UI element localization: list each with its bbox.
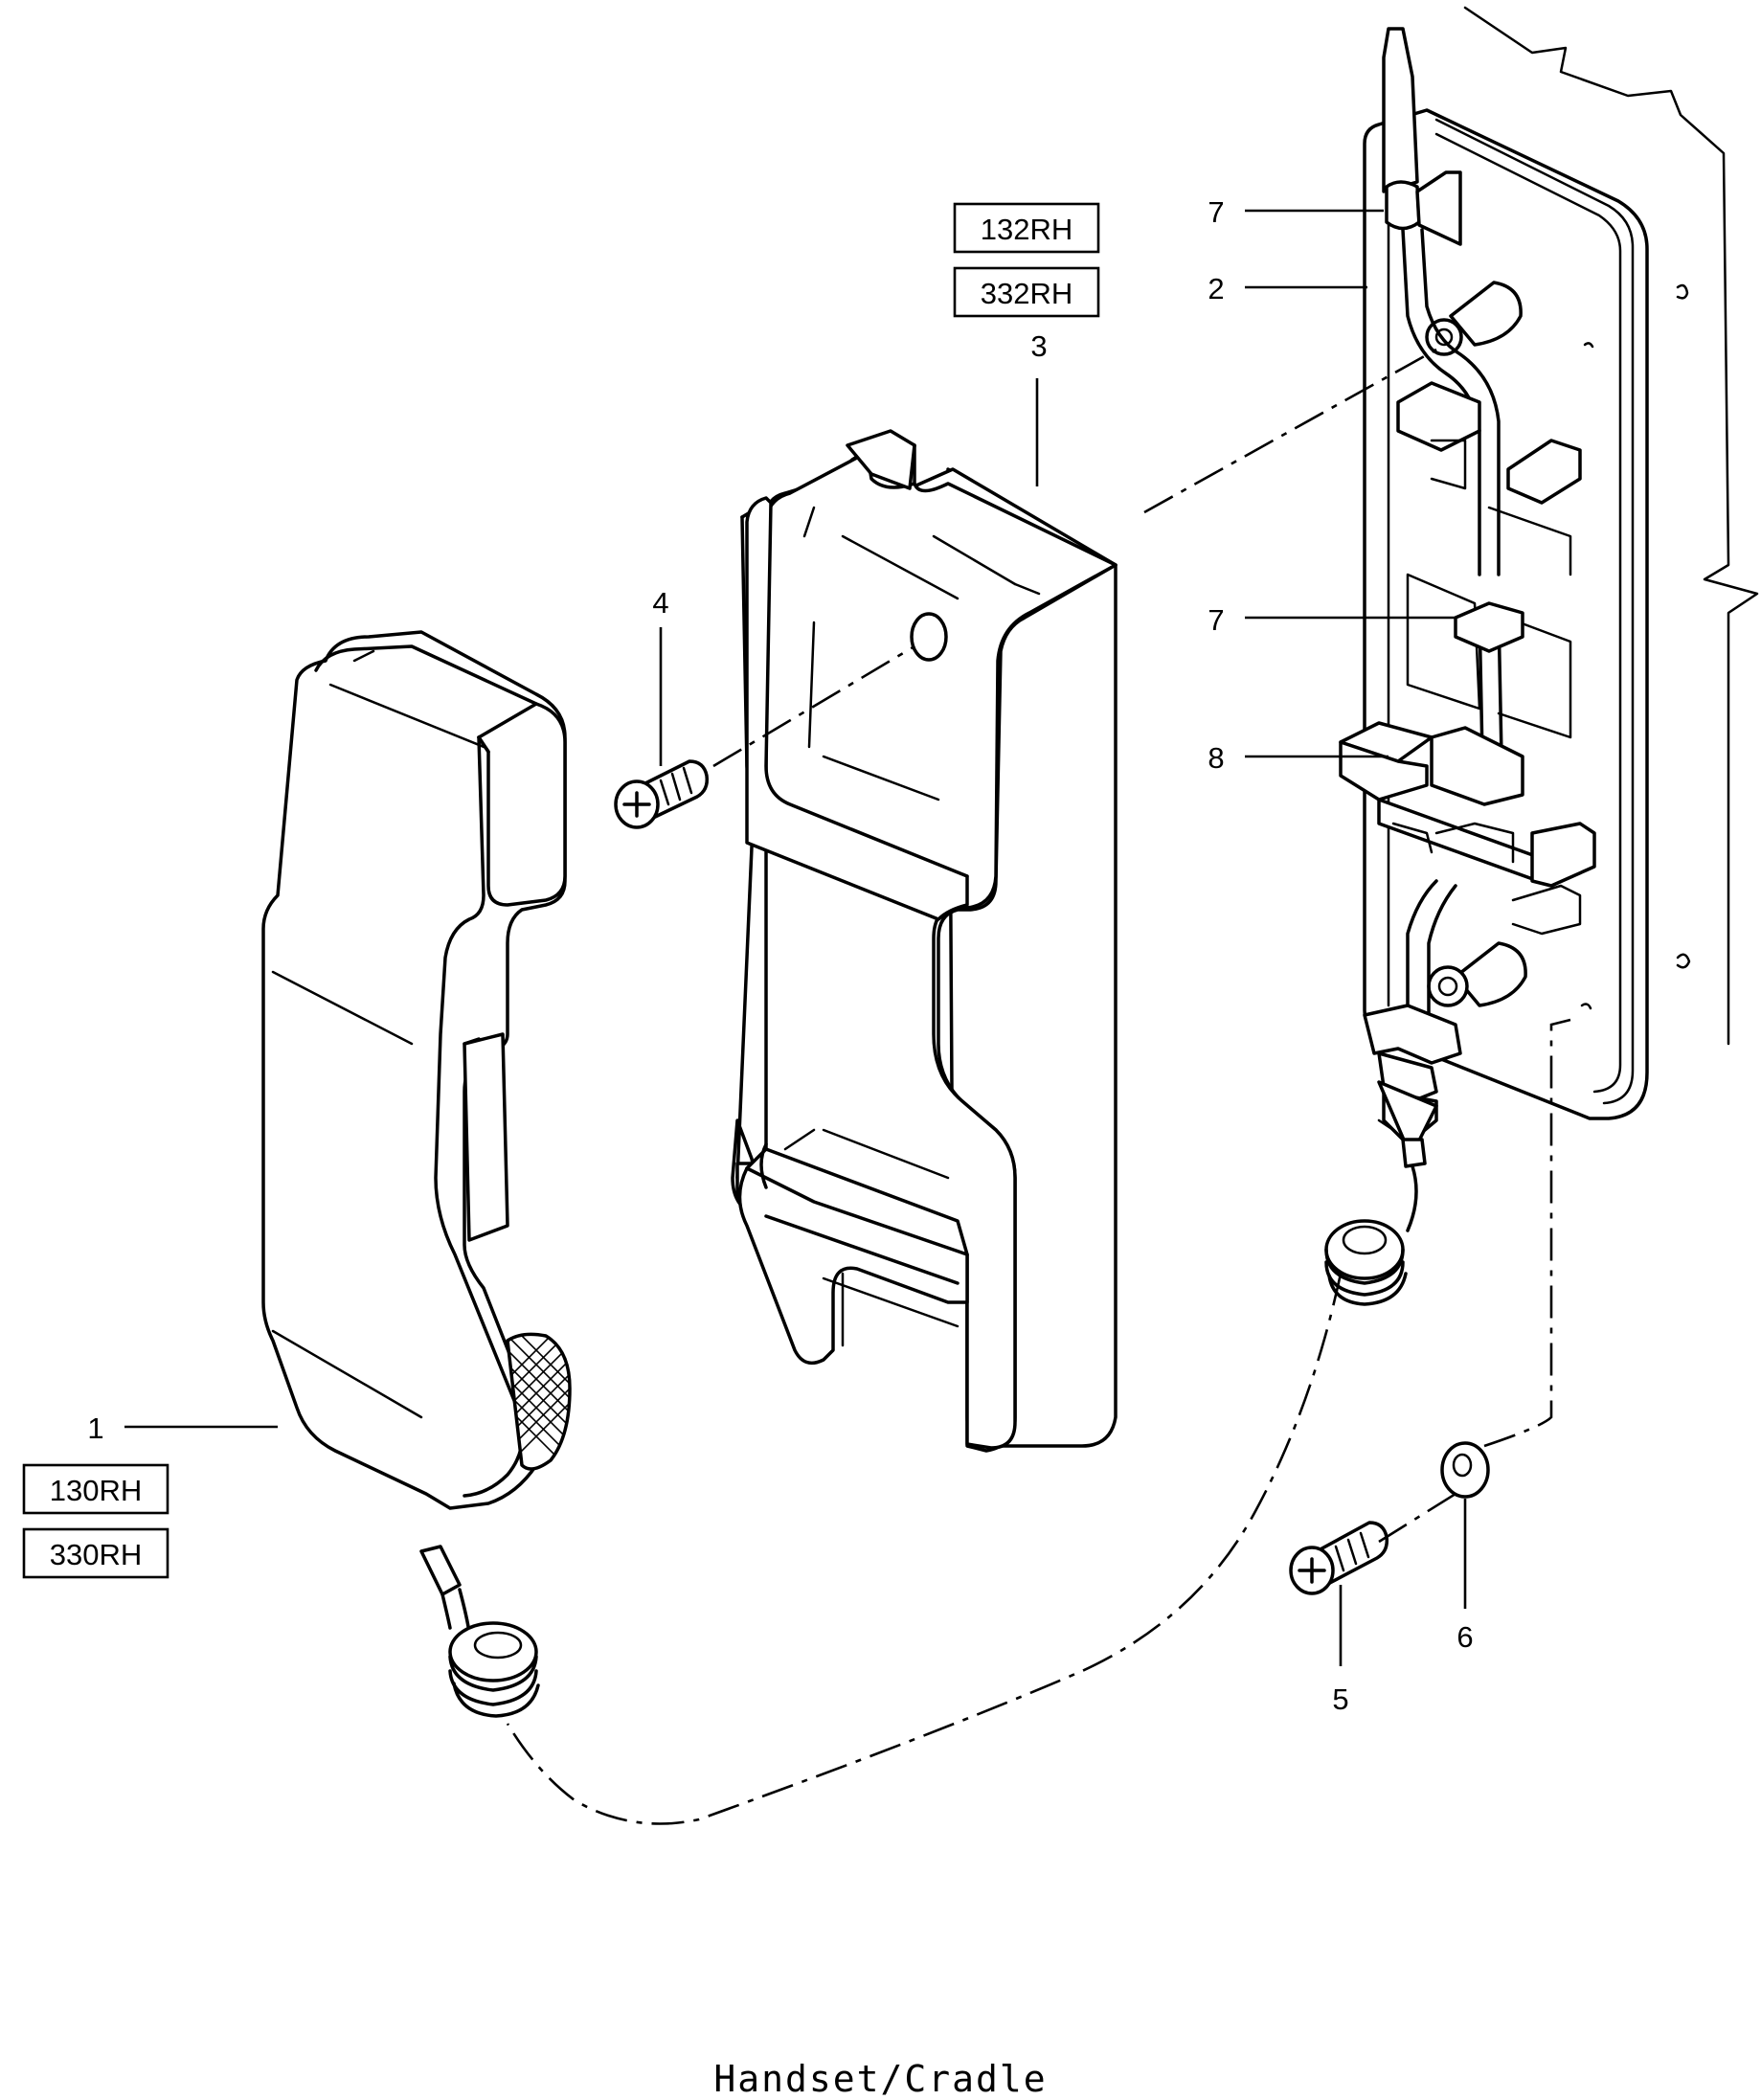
wall-plate: [1339, 6, 1759, 1232]
handset-tag-1: 130RH: [50, 1474, 143, 1507]
plate-coil-cord: [1324, 1219, 1408, 1306]
callout-leaders: [124, 209, 1467, 1666]
handset: [261, 630, 572, 1635]
plate-screw: [1289, 1521, 1389, 1595]
callout-wall-plate: 2: [1208, 272, 1224, 305]
callout-washer: 6: [1456, 1620, 1473, 1654]
callout-cradle-screw: 4: [652, 586, 668, 620]
callout-handset: 1: [87, 1411, 103, 1445]
callout-clip-upper: 7: [1208, 195, 1224, 229]
cradle-screw: [614, 759, 710, 829]
callout-plate-screw: 5: [1332, 1682, 1348, 1716]
handset-tag-2: 330RH: [50, 1538, 143, 1571]
diagram-caption: Handset/Cradle: [713, 2058, 1048, 2100]
callout-labels: 7 2 3 4 7 8 1 5 6: [87, 195, 1473, 1716]
cradle-tag-1: 132RH: [981, 213, 1073, 246]
assembly-lines: [506, 348, 1571, 1825]
callout-cradle: 3: [1030, 329, 1047, 363]
mouthpiece-grille-pattern: [508, 1334, 570, 1469]
handset-part-tags: 130RH 330RH: [22, 1463, 169, 1579]
cradle-tag-2: 332RH: [981, 277, 1073, 310]
callout-connector: 8: [1208, 741, 1224, 775]
cradle-part-tags: 132RH 332RH: [953, 202, 1100, 318]
cradle: [731, 429, 1118, 1453]
washer: [1440, 1441, 1490, 1499]
handset-coil-cord: [448, 1621, 540, 1718]
callout-clip-lower: 7: [1208, 603, 1224, 637]
